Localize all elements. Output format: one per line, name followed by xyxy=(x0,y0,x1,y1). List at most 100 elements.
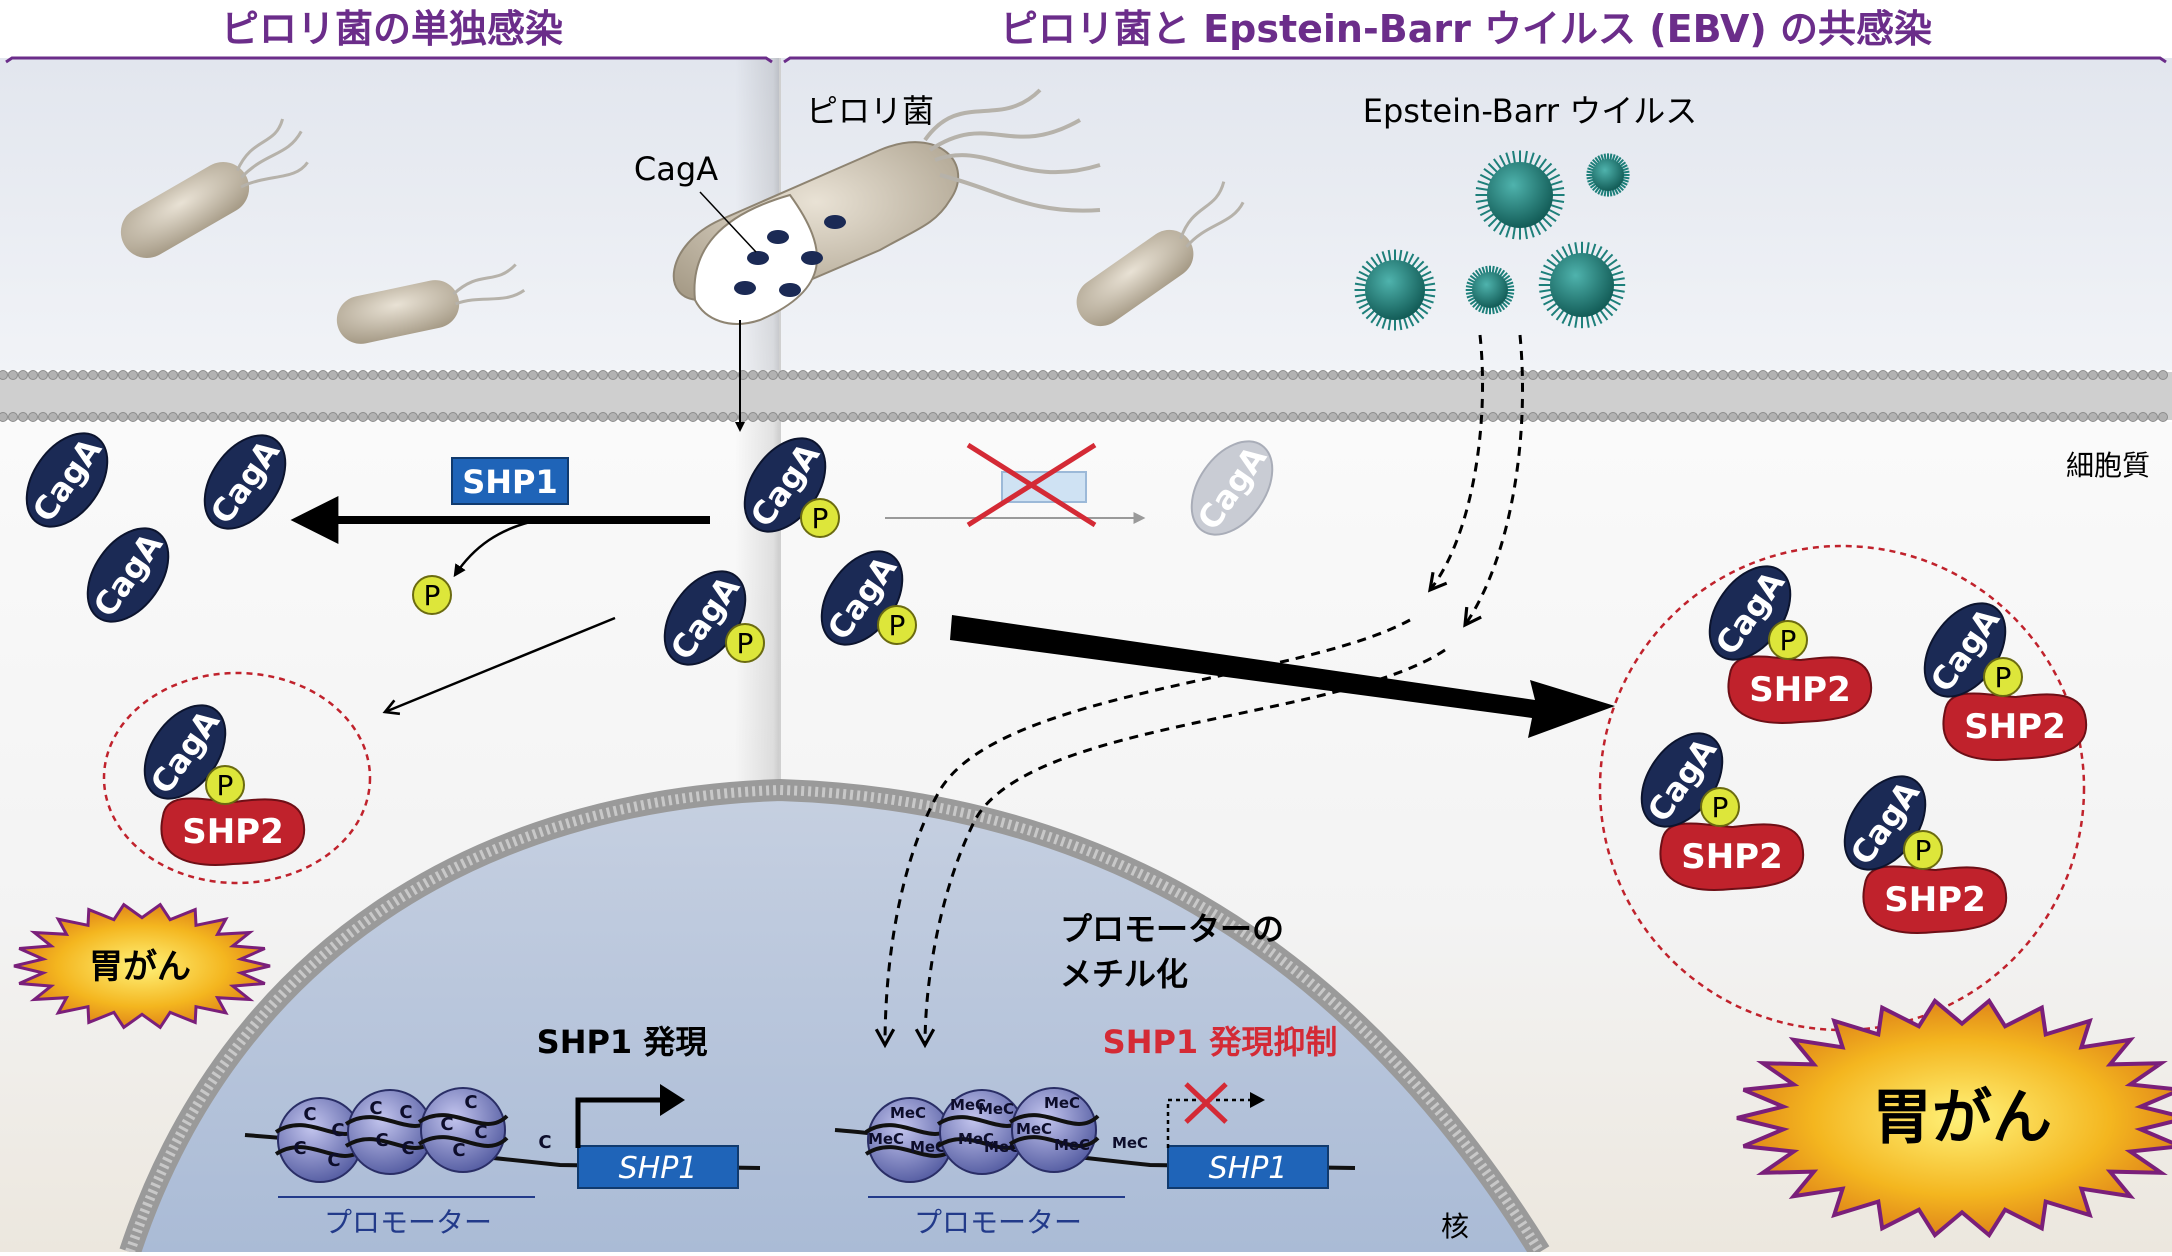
phospho-complex-right-c-text: P xyxy=(1712,791,1729,824)
caga-pointer-label: CagA xyxy=(634,150,718,188)
suppression-cross-line-2 xyxy=(1184,1082,1228,1124)
nucleosome-right-1-mark-1: MeC xyxy=(868,1130,904,1148)
phospho-injected: P xyxy=(800,498,840,538)
transcription-arrow-left xyxy=(575,1097,665,1148)
free-methyl-mark: MeC xyxy=(1112,1134,1148,1152)
extracellular-space xyxy=(0,58,2172,370)
nucleosome-right-1-mark-2: MeC xyxy=(910,1138,946,1156)
shp1-expression-label: SHP1 発現 xyxy=(537,1023,708,1061)
header-right-text: ピロリ菌と Epstein-Barr ウイルス (EBV) の共感染 xyxy=(1000,7,1932,51)
ebv-virus-5 xyxy=(1538,241,1626,329)
nucleosome-left-3-mark-0: C xyxy=(464,1092,477,1113)
nucleosome-left-2-mark-1: C xyxy=(399,1102,412,1123)
shp2-right-b: SHP2 xyxy=(1942,692,2088,761)
nucleosome-left-2-mark-0: C xyxy=(369,1098,382,1119)
nucleosome-left-2-mark-2: C xyxy=(375,1130,388,1151)
caga-pointer-line xyxy=(699,191,757,253)
cancer-small-text: 胃がん xyxy=(89,947,191,987)
phospho-complex-right-d-text: P xyxy=(1915,834,1932,867)
blocked-cross-line-2 xyxy=(966,442,1097,528)
nucleosome-right-3-mark-1: MeC xyxy=(1016,1120,1052,1138)
phospho-complex-left-text: P xyxy=(217,769,234,802)
free-cpg-mark: C xyxy=(538,1132,551,1153)
transcription-arrow-head-left xyxy=(660,1084,685,1116)
ebv-label: Epstein-Barr ウイルス xyxy=(1363,92,1698,130)
nucleosome-right-3-mark-0: MeC xyxy=(1044,1094,1080,1112)
phospho-right-text: P xyxy=(889,609,906,642)
pylori-bacterium-main xyxy=(672,88,1101,325)
shp2-binding-arrow-left xyxy=(382,616,616,716)
bacterium-1 xyxy=(120,118,309,258)
shp2-left-text: SHP2 xyxy=(182,812,284,852)
nucleus-label: 核 xyxy=(1441,1210,1469,1243)
pylori-label: ピロリ菌 xyxy=(806,92,934,130)
shp2-right-c-text: SHP2 xyxy=(1681,837,1783,877)
transcription-arrow-right xyxy=(1166,1098,1255,1148)
header-left-text: ピロリ菌の単独感染 xyxy=(221,7,563,51)
nucleosome-right-1-mark-0: MeC xyxy=(890,1104,926,1122)
phospho-released: P xyxy=(412,575,452,615)
shp1-gene-right: SHP1 xyxy=(1167,1145,1329,1189)
phospho-injected-text: P xyxy=(812,502,829,535)
ebv-entry-path-1 xyxy=(1427,334,1485,593)
methylation-label-line2: メチル化 xyxy=(1060,955,1188,993)
nucleosome-right-2-mark-0: MeC xyxy=(950,1096,986,1114)
phospho-complex-right-a: P xyxy=(1768,620,1808,660)
ebv-virus-2 xyxy=(1586,153,1630,197)
promoter-label-right: プロモーター xyxy=(914,1206,1082,1239)
shp1-enzyme-text: SHP1 xyxy=(462,463,558,501)
phospho-left: P xyxy=(725,623,765,663)
header-right: ピロリ菌と Epstein-Barr ウイルス (EBV) の共感染 xyxy=(783,7,2167,64)
phospho-released-text: P xyxy=(424,579,441,612)
phospho-complex-right-b: P xyxy=(1983,657,2023,697)
shp2-right-a: SHP2 xyxy=(1727,655,1873,724)
cancer-burst-large: 胃がん xyxy=(1736,997,2172,1239)
cytoplasm-label: 細胞質 xyxy=(2066,449,2150,482)
nucleosome-right-2-mark-2: MeC xyxy=(958,1130,994,1148)
nucleosome-left-2-mark-3: C xyxy=(401,1138,414,1159)
shp1-blocked xyxy=(966,442,1097,528)
nucleosome-left-1-mark-3: C xyxy=(327,1150,340,1171)
complex-circle-left xyxy=(102,671,372,885)
shp2-right-b-text: SHP2 xyxy=(1964,707,2066,747)
ebv-virus-3 xyxy=(1354,249,1436,331)
shp1-enzyme-box: SHP1 xyxy=(451,457,569,505)
dna-right: プロモーター xyxy=(834,1128,1356,1239)
transcription-arrow-head-right xyxy=(1250,1092,1265,1108)
promoter-label-left: プロモーター xyxy=(324,1206,492,1239)
shp2-right-d: SHP2 xyxy=(1862,865,2008,934)
nucleosome-right-2-mark-1: MeC xyxy=(978,1100,1014,1118)
caga-free-2: CagA xyxy=(203,433,287,531)
bacterium-2 xyxy=(336,263,526,344)
phospho-complex-left: P xyxy=(205,765,245,805)
nucleosome-left-1-mark-0: C xyxy=(303,1104,316,1125)
header-left-bracket xyxy=(5,56,773,64)
nucleosome-right-3-mark-2: MeC xyxy=(1054,1136,1090,1154)
cancer-burst-small: 胃がん xyxy=(13,902,271,1030)
nucleosome-left-3-mark-2: C xyxy=(474,1122,487,1143)
shp1-gene-right-text: SHP1 xyxy=(1209,1151,1288,1186)
methylation-label-line1: プロモーターの xyxy=(1060,910,1284,948)
shp2-left: SHP2 xyxy=(160,797,306,866)
caga-free-1: CagA xyxy=(25,431,109,529)
shp2-right-c: SHP2 xyxy=(1659,822,1805,891)
ebv-virus-4 xyxy=(1465,265,1515,315)
shp2-binding-arrow-right xyxy=(950,615,1615,738)
shp1-gene-left-text: SHP1 xyxy=(619,1151,698,1186)
nucleosome-left-1-mark-1: C xyxy=(331,1120,344,1141)
p-release-arrow xyxy=(453,520,531,578)
header-right-bracket xyxy=(783,56,2167,64)
bacterium-3 xyxy=(1076,181,1245,327)
shp2-right-d-text: SHP2 xyxy=(1884,880,1986,920)
shp2-right-a-text: SHP2 xyxy=(1749,670,1851,710)
cancer-large-text: 胃がん xyxy=(1872,1083,2052,1153)
shp1-suppression-label: SHP1 発現抑制 xyxy=(1103,1023,1338,1061)
nucleosome-left-1-mark-2: C xyxy=(293,1138,306,1159)
